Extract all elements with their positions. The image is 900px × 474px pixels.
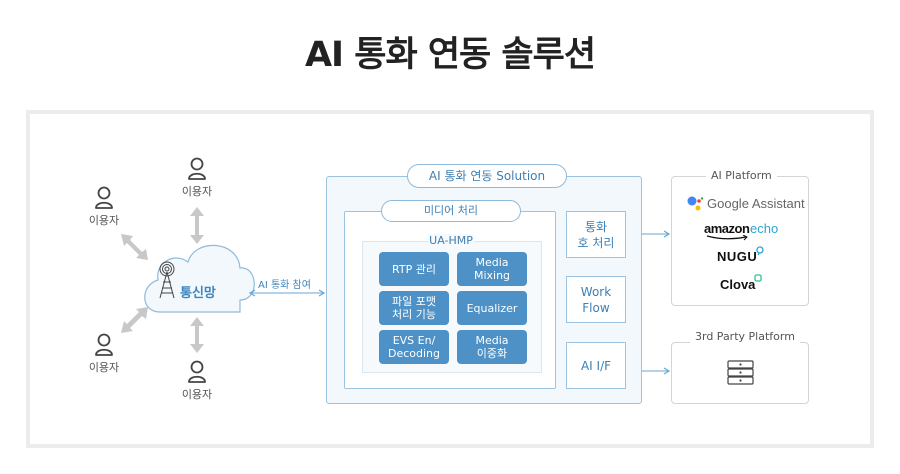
- block-rtp: RTP 관리: [379, 252, 449, 286]
- uahmp-label: UA-HMP: [428, 234, 474, 247]
- user-bottom: 이용자: [167, 360, 227, 402]
- echo-logo: echo: [750, 221, 779, 236]
- server-icon: [727, 360, 754, 385]
- block-evs: EVS En/ Decoding: [379, 330, 449, 364]
- side-box-workflow: Work Flow: [566, 276, 626, 323]
- network-label: 통신망: [180, 286, 216, 301]
- nugu-mark-icon: [756, 246, 764, 256]
- user-label: 이용자: [88, 361, 120, 374]
- connection-label: AI 통화 참여: [258, 280, 311, 291]
- side-box-ai-if: AI I/F: [566, 342, 626, 389]
- block-media-redundancy: Media 이중화: [457, 330, 527, 364]
- amazon-logo: amazon: [704, 221, 750, 236]
- block-file-format: 파일 포맷 처리 기능: [379, 291, 449, 325]
- ai-platform-label: AI Platform: [706, 169, 777, 182]
- third-party-platform-label: 3rd Party Platform: [690, 330, 800, 343]
- user-label: 이용자: [181, 388, 213, 401]
- amazon-smile-icon: [706, 235, 748, 241]
- user-icon: [188, 360, 206, 383]
- user-icon: [95, 186, 113, 209]
- nugu-logo: NUGU: [717, 249, 758, 264]
- google-assistant-icon: [687, 196, 704, 211]
- user-icon: [95, 333, 113, 356]
- page-title: AI 통화 연동 솔루션: [304, 35, 596, 75]
- user-icon: [188, 157, 206, 180]
- user-lower-left: 이용자: [74, 333, 134, 375]
- media-processing-title: 미디어 처리: [381, 200, 521, 222]
- block-equalizer: Equalizer: [457, 291, 527, 325]
- clova-mark-icon: [754, 274, 762, 282]
- user-upper-left: 이용자: [74, 186, 134, 228]
- user-label: 이용자: [88, 214, 120, 227]
- block-media-mixing: Media Mixing: [457, 252, 527, 286]
- user-label: 이용자: [181, 185, 213, 198]
- solution-title: AI 통화 연동 Solution: [407, 164, 567, 188]
- google-assistant-logo: Google Assistant: [707, 196, 805, 211]
- side-box-call-handling: 통화 호 처리: [566, 211, 626, 258]
- user-top: 이용자: [167, 157, 227, 199]
- clova-logo: Clova: [720, 277, 756, 292]
